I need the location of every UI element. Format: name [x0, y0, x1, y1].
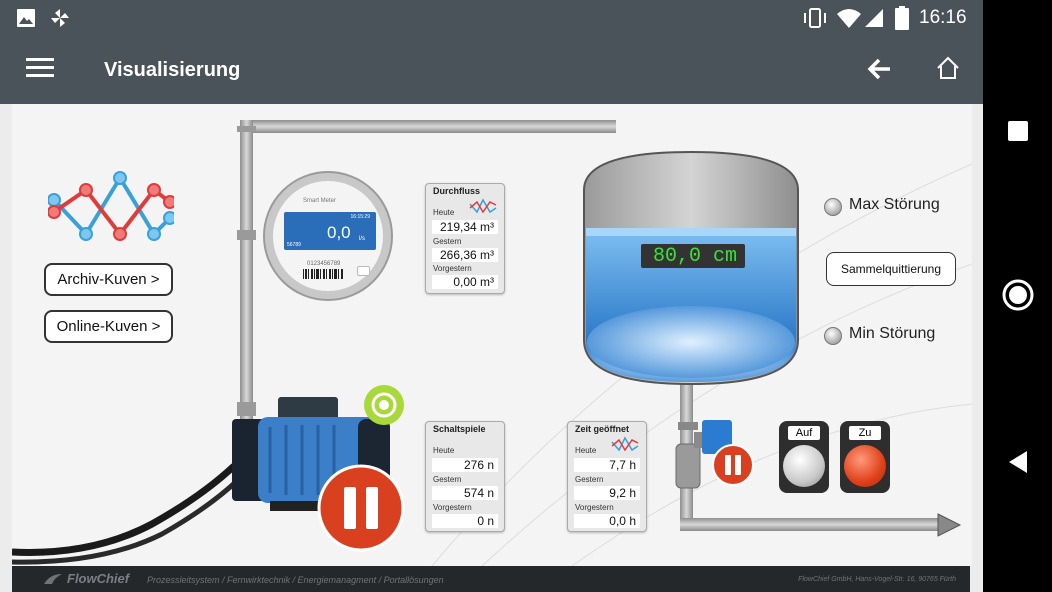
- water-tank: [583, 150, 799, 386]
- open-today-label: Heute: [575, 446, 597, 455]
- pipe-network: [12, 120, 962, 565]
- meter-socket: [357, 266, 370, 276]
- flow-yesterday-label: Gestern: [433, 237, 462, 246]
- flow-panel: Durchfluss Heute 219,34 m³ Gestern 266,3…: [425, 183, 505, 294]
- meter-clock: 16:15:29: [350, 214, 370, 220]
- switch-today-label: Heute: [433, 446, 455, 455]
- switch-before-label: Vorgestern: [433, 503, 472, 512]
- signal-icon: [865, 9, 883, 27]
- tank-level-value: 80,0 cm: [653, 245, 738, 268]
- open-time-panel: Zeit geöffnet Heute 7,7 h Gestern 9,2 h …: [567, 421, 647, 532]
- footer-brand: FlowChief: [67, 571, 130, 586]
- footer-slogan: Prozessleitsystem / Fernwirktechnik / En…: [147, 575, 444, 585]
- flow-today-label: Heute: [433, 208, 455, 217]
- smart-meter: Smart Meter 16:15:29 0,0 l/s 56789 01234…: [263, 171, 393, 301]
- valve-body: [675, 420, 732, 489]
- pump[interactable]: [230, 385, 405, 552]
- back-arrow-icon[interactable]: [866, 56, 892, 82]
- max-fault-indicator: [824, 198, 842, 216]
- switch-today-value: 276 n: [432, 458, 498, 472]
- curves-logo[interactable]: [48, 170, 174, 242]
- open-label: Auf: [788, 426, 820, 440]
- system-nav-bar: [983, 0, 1052, 592]
- open-today-value: 7,7 h: [574, 458, 640, 472]
- open-yesterday-label: Gestern: [575, 475, 604, 484]
- open-control[interactable]: Auf: [779, 421, 829, 493]
- process-canvas: Archiv-Kuven > Online-Kuven >: [12, 104, 972, 566]
- switch-yesterday-value: 574 n: [432, 486, 498, 500]
- home-circle-icon[interactable]: [1001, 278, 1035, 312]
- max-fault-label: Max Störung: [849, 196, 940, 213]
- switch-yesterday-label: Gestern: [433, 475, 462, 484]
- open-time-title: Zeit geöffnet: [575, 424, 629, 434]
- home-icon[interactable]: [935, 55, 961, 81]
- eco-badge-icon: [364, 385, 404, 425]
- close-control[interactable]: Zu: [840, 421, 890, 493]
- acknowledge-button[interactable]: Sammelquittierung: [826, 252, 956, 286]
- battery-icon: [895, 6, 909, 30]
- switch-before-value: 0 n: [432, 514, 498, 528]
- menu-icon[interactable]: [26, 57, 54, 79]
- app-bar: Visualisierung: [0, 36, 983, 104]
- switching-cycles-title: Schaltspiele: [433, 424, 486, 434]
- min-fault-label: Min Störung: [849, 325, 936, 342]
- meter-display: 16:15:29 0,0 l/s 56789: [284, 212, 376, 250]
- open-button[interactable]: [783, 445, 825, 487]
- close-label: Zu: [849, 426, 881, 440]
- archive-curves-button[interactable]: Archiv-Kuven >: [44, 263, 173, 296]
- min-fault-indicator: [824, 327, 842, 345]
- flow-before-value: 0,00 m³: [432, 275, 498, 289]
- flow-before-label: Vorgestern: [433, 264, 472, 273]
- status-time: 16:16: [919, 7, 967, 28]
- app-screen: 16:16 Visualisierung: [0, 0, 983, 592]
- switching-cycles-panel: Schaltspiele Heute 276 n Gestern 574 n V…: [425, 421, 505, 532]
- wifi-icon: [837, 9, 861, 28]
- online-curves-button[interactable]: Online-Kuven >: [44, 310, 173, 343]
- pause-icon[interactable]: [316, 463, 406, 553]
- meter-id: 56789: [287, 242, 301, 248]
- mini-chart-icon[interactable]: [611, 436, 639, 452]
- flowchief-logo-icon: [44, 574, 62, 584]
- open-before-label: Vorgestern: [575, 503, 614, 512]
- pinwheel-icon: [51, 9, 69, 27]
- valve[interactable]: [674, 420, 754, 500]
- meter-unit: l/s: [359, 236, 365, 242]
- meter-value: 0,0: [327, 223, 351, 242]
- footer-address: FlowChief GmbH, Hans-Vogel-Str. 16, 9076…: [798, 576, 956, 583]
- open-yesterday-value: 9,2 h: [574, 486, 640, 500]
- barcode: [303, 269, 343, 279]
- footer: FlowChief Prozessleitsystem / Fernwirkte…: [12, 566, 970, 592]
- close-button[interactable]: [844, 445, 886, 487]
- meter-brand: Smart Meter: [303, 198, 337, 204]
- flow-yesterday-value: 266,36 m³: [432, 248, 498, 262]
- vibrate-icon: [804, 8, 826, 28]
- flow-panel-title: Durchfluss: [433, 186, 481, 196]
- recents-icon[interactable]: [1007, 120, 1029, 142]
- meter-serial: 0123456789: [307, 261, 341, 267]
- status-bar: 16:16: [0, 0, 983, 36]
- tank-level-display: 80,0 cm: [641, 244, 745, 268]
- pause-icon[interactable]: [711, 443, 755, 487]
- page-title: Visualisierung: [104, 59, 241, 81]
- flow-today-value: 219,34 m³: [432, 220, 498, 234]
- gallery-icon: [17, 9, 35, 27]
- mini-chart-icon[interactable]: [469, 198, 497, 214]
- open-before-value: 0,0 h: [574, 514, 640, 528]
- back-triangle-icon[interactable]: [1007, 450, 1029, 474]
